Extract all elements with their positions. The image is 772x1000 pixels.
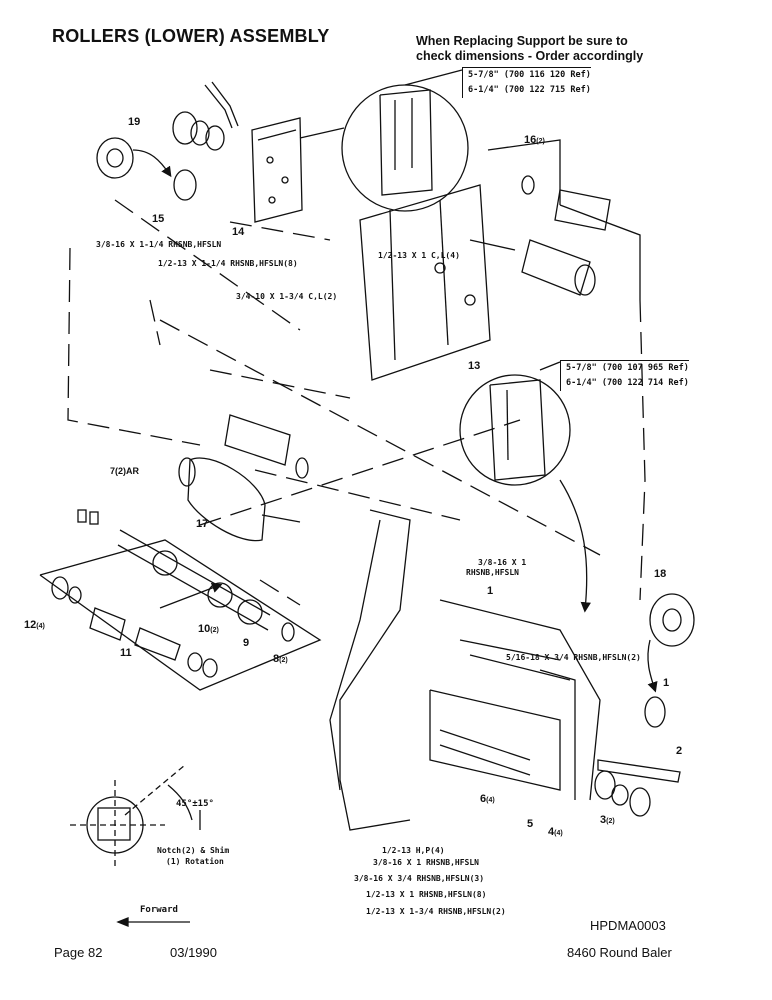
hardware-callout: 1/2-13 X 1 RHSNB,HFSLN(8) xyxy=(366,890,487,899)
upper-right-roller xyxy=(469,175,611,296)
part-4-qty: (4) xyxy=(554,830,563,837)
angle-label: 45°±15° xyxy=(176,799,214,809)
part-7: 7(2)AR xyxy=(110,466,140,476)
part-6: 6(4) xyxy=(480,793,495,805)
lower-left-shaft-assembly xyxy=(39,509,322,691)
ref-mid-line-2: 6-1/4" (700 122 714 Ref) xyxy=(566,378,689,388)
part-16-qty: (2) xyxy=(536,138,545,145)
part-5: 5 xyxy=(527,818,534,830)
part-16-number: 16 xyxy=(524,134,537,146)
part-10-number: 10 xyxy=(198,623,211,635)
part-8-qty: (2) xyxy=(279,657,288,664)
page-title: ROLLERS (LOWER) ASSEMBLY xyxy=(52,26,330,46)
part-3-qty: (2) xyxy=(606,818,615,825)
detail-circle-mid xyxy=(459,361,591,613)
part-8-number: 8 xyxy=(273,653,280,665)
lower-right-bearings xyxy=(594,593,695,817)
hardware-callout: 1/2-13 H,P(4) xyxy=(382,846,445,855)
ref-top-line-1: 5-7/8" (700 116 120 Ref) xyxy=(468,70,591,80)
part-15: 15 xyxy=(152,213,165,225)
upper-right-plate xyxy=(359,139,641,381)
note-line-1: When Replacing Support be sure to xyxy=(416,34,628,48)
page-date: 03/1990 xyxy=(170,945,217,960)
part-10: 10(2) xyxy=(198,623,219,635)
notch-caption-2: (1) Rotation xyxy=(166,857,224,866)
hardware-callout: 3/8-16 X 1 RHSNB,HFSLN xyxy=(373,858,479,867)
guide-lines xyxy=(67,199,646,606)
notch-detail xyxy=(70,764,201,870)
part-6-number: 6 xyxy=(480,793,487,805)
notch-caption-1: Notch(2) & Shim xyxy=(157,846,230,855)
hardware-callout: 3/8-16 X 3/4 RHSNB,HFSLN(3) xyxy=(354,874,485,883)
part-1-upper: 1 xyxy=(487,585,494,597)
note-line-2: check dimensions - Order accordingly xyxy=(416,49,644,63)
hardware-callout: 1/2-13 X 1-3/4 RHSNB,HFSLN(2) xyxy=(366,907,506,916)
drawing-code: HPDMA0003 xyxy=(590,918,666,933)
part-13: 13 xyxy=(468,360,481,372)
lower-frame xyxy=(329,509,601,831)
part-4-number: 4 xyxy=(548,826,555,838)
part-12-qty: (4) xyxy=(36,623,45,630)
hardware-callout: 1/2-13 X 1-1/4 RHSNB,HFSLN(8) xyxy=(158,259,298,268)
part-1-lower: 1 xyxy=(663,677,670,689)
part-3: 3(2) xyxy=(600,814,615,826)
part-17: 17 xyxy=(196,518,209,530)
hardware-callout: 3/8-16 X 1 xyxy=(478,558,527,567)
part-8: 8(2) xyxy=(273,653,288,665)
part-12: 12(4) xyxy=(24,619,45,631)
support-ref-top: 5-7/8" (700 116 120 Ref) 6-1/4" (700 122… xyxy=(462,67,591,98)
part-16: 16(2) xyxy=(524,134,545,146)
part-19: 19 xyxy=(128,116,141,128)
hardware-callout: 3/4-10 X 1-3/4 C,L(2) xyxy=(236,292,338,301)
detail-circle-top xyxy=(299,69,469,212)
replacement-note: When Replacing Support be sure to check … xyxy=(416,34,643,64)
ref-top-line-2: 6-1/4" (700 122 715 Ref) xyxy=(468,85,591,95)
forward-label: Forward xyxy=(140,905,178,915)
part-18: 18 xyxy=(654,568,667,580)
machine-model: 8460 Round Baler xyxy=(567,945,672,960)
roller-17 xyxy=(178,414,309,542)
part-14: 14 xyxy=(232,226,245,238)
part-6-qty: (4) xyxy=(486,797,495,804)
upper-left-support-plate xyxy=(204,81,303,223)
part-10-qty: (2) xyxy=(210,627,219,634)
upper-left-bearings xyxy=(96,111,225,201)
forward-arrow xyxy=(116,917,190,927)
part-3-number: 3 xyxy=(600,814,607,826)
hardware-callout: 3/8-16 X 1-1/4 RHSNB,HFSLN xyxy=(96,240,222,249)
part-12-number: 12 xyxy=(24,619,37,631)
part-11: 11 xyxy=(120,647,132,659)
hardware-callout: RHSNB,HFSLN xyxy=(466,568,519,577)
page-number: Page 82 xyxy=(54,945,103,960)
part-4: 4(4) xyxy=(548,826,563,838)
support-ref-mid: 5-7/8" (700 107 965 Ref) 6-1/4" (700 122… xyxy=(560,360,689,391)
hardware-callout: 1/2-13 X 1 C,L(4) xyxy=(378,251,460,260)
ref-mid-line-1: 5-7/8" (700 107 965 Ref) xyxy=(566,363,689,373)
hardware-callout: 5/16-18 X 3/4 RHSNB,HFSLN(2) xyxy=(506,653,641,662)
part-2: 2 xyxy=(676,745,683,757)
part-9: 9 xyxy=(243,637,250,649)
